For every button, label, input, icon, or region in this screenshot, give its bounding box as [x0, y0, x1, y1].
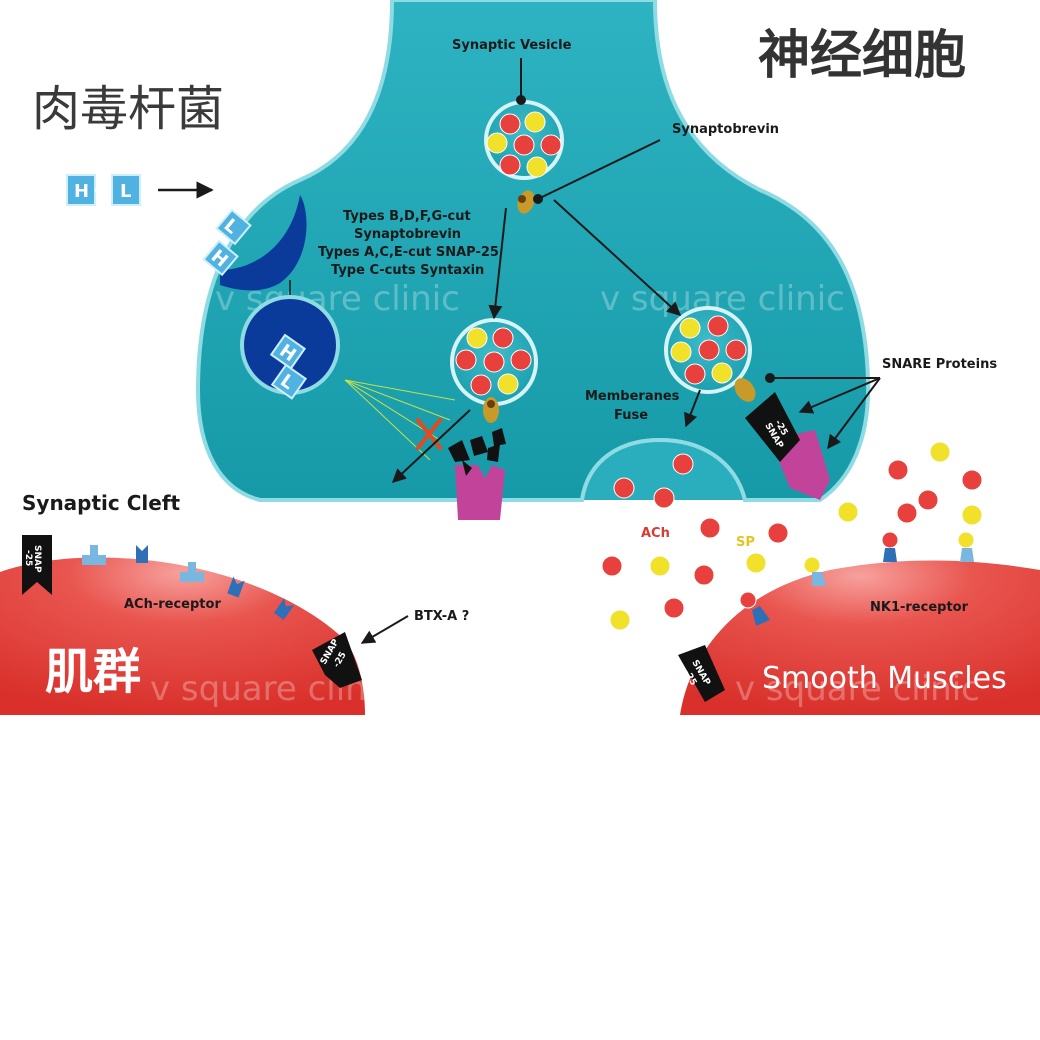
- svg-text:L: L: [120, 181, 131, 202]
- label-types-line3: Types A,C,E-cut SNAP-25: [318, 245, 499, 260]
- svg-text:H: H: [74, 181, 89, 202]
- label-nk1-receptor: NK1-receptor: [870, 600, 969, 615]
- toxin-bound-hl: L H: [202, 208, 252, 277]
- nk1-receptors: [752, 548, 974, 626]
- label-synaptobrevin: Synaptobrevin: [672, 122, 779, 137]
- label-types-line1: Types B,D,F,G-cut: [343, 209, 471, 224]
- label-snare-proteins: SNARE Proteins: [882, 357, 997, 372]
- vesicle-right: [664, 306, 756, 402]
- vesicle-left: [450, 318, 538, 423]
- leader-lines: [360, 58, 881, 644]
- label-synaptic-cleft: Synaptic Cleft: [22, 491, 181, 515]
- blocked-cross-icon: [416, 418, 442, 450]
- label-types-line2: Synaptobrevin: [354, 227, 461, 242]
- label-ach: ACh: [641, 526, 670, 541]
- skeletal-muscle: v square clinic: [0, 557, 395, 715]
- label-smooth-muscles: Smooth Muscles: [762, 661, 1007, 696]
- smooth-muscle: v square clinic: [680, 560, 1040, 715]
- cleaved-snare-complex: [448, 428, 506, 520]
- toxin-binding-receptor: [220, 195, 307, 291]
- label-membranes: Memberanes: [585, 389, 680, 404]
- snap25-smooth: SNAP -25: [678, 645, 725, 702]
- smooth-muscle-body: [680, 560, 1040, 715]
- vesicle-top: [484, 100, 564, 214]
- label-zh-muscle: 肌群: [45, 644, 141, 700]
- intact-snare-complex: SNAP -25: [745, 392, 830, 500]
- toxin-hl-molecule: H L: [66, 174, 141, 206]
- label-zh-nerve-cell: 神经细胞: [758, 26, 966, 86]
- label-sp: SP: [736, 535, 755, 550]
- svg-text:-25: -25: [23, 550, 33, 566]
- label-ach-receptor: ACh-receptor: [124, 597, 221, 612]
- cleft-molecules: [601, 441, 983, 631]
- svg-text:SNAP: SNAP: [32, 545, 42, 573]
- toxin-entry: H L L H H L: [66, 174, 456, 461]
- label-fuse: Fuse: [614, 408, 648, 423]
- pocket-ach: [613, 453, 694, 509]
- watermark-4: v square clinic: [735, 669, 980, 709]
- label-types-line4: Type C-cuts Syntaxin: [331, 263, 484, 278]
- skeletal-muscle-body: [0, 557, 365, 715]
- label-synaptic-vesicle: Synaptic Vesicle: [452, 38, 572, 53]
- label-btx-a: BTX-A ?: [414, 609, 469, 624]
- ach-receptors: [82, 545, 295, 620]
- snap25-left: SNAP -25: [22, 535, 52, 595]
- snap25-btx: SNAP -25: [312, 632, 362, 688]
- label-zh-bacteria: 肉毒杆菌: [32, 81, 224, 137]
- endosome-hl: H L: [269, 333, 308, 400]
